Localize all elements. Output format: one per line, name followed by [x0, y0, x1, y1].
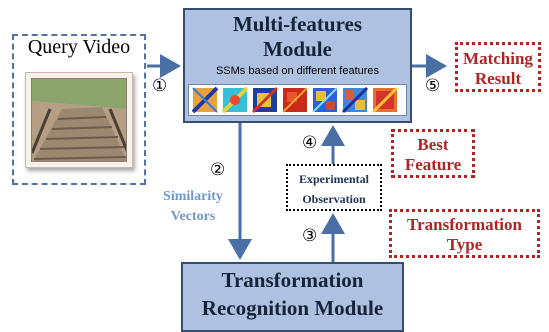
- ssm-thumb-4: [282, 87, 308, 113]
- step-2-marker: ②: [210, 160, 226, 179]
- matching-result-line2: Result: [474, 69, 522, 88]
- ssm-thumbnails: [188, 84, 407, 116]
- similarity-vectors-line1: Similarity: [163, 189, 223, 204]
- step-5-marker: ⑤: [425, 76, 441, 95]
- matching-result-box: Matching Result: [455, 42, 541, 92]
- recognition-title-line2: Recognition Module: [201, 296, 384, 320]
- similarity-vectors-line2: Vectors: [170, 209, 216, 224]
- recognition-title-line1: Transformation: [221, 268, 364, 292]
- experimental-observation-box: Experimental Observation: [286, 164, 382, 211]
- experimental-observation-line2: Observation: [302, 192, 366, 206]
- multi-features-module-title: Multi-features Module: [183, 12, 412, 62]
- video-thumbnail-image: [31, 78, 127, 162]
- matching-result-line1: Matching: [463, 49, 533, 68]
- transformation-recognition-module-title: Transformation Recognition Module: [181, 266, 404, 322]
- ssm-thumb-7: [371, 86, 399, 114]
- ssm-label: SSMs based on different features: [215, 65, 380, 77]
- similarity-vectors-label: Similarity Vectors: [150, 187, 236, 227]
- query-video-label: Query Video: [27, 36, 131, 58]
- module-title-line2: Module: [263, 37, 332, 61]
- step-3-marker: ③: [302, 226, 318, 245]
- experimental-observation-line1: Experimental: [299, 172, 369, 186]
- transformation-type-line1: Transformation: [407, 215, 522, 234]
- ssm-thumb-3: [251, 86, 279, 114]
- flow-arrows: [147, 54, 447, 262]
- transformation-type-box: Transformation Type: [389, 209, 540, 258]
- ssm-thumb-2: [221, 86, 249, 114]
- module-title-line1: Multi-features: [232, 12, 363, 36]
- ssm-thumb-5: [312, 87, 338, 113]
- best-feature-box: Best Feature: [391, 129, 475, 178]
- best-feature-line1: Best: [417, 135, 449, 154]
- step-4-marker: ④: [302, 133, 318, 152]
- best-feature-line2: Feature: [404, 155, 462, 174]
- transformation-recognition-module: [181, 262, 404, 332]
- step-1-marker: ①: [152, 76, 168, 95]
- ssm-thumb-6: [341, 86, 369, 114]
- transformation-type-line2: Type: [446, 235, 483, 254]
- ssm-thumb-1: [191, 86, 219, 114]
